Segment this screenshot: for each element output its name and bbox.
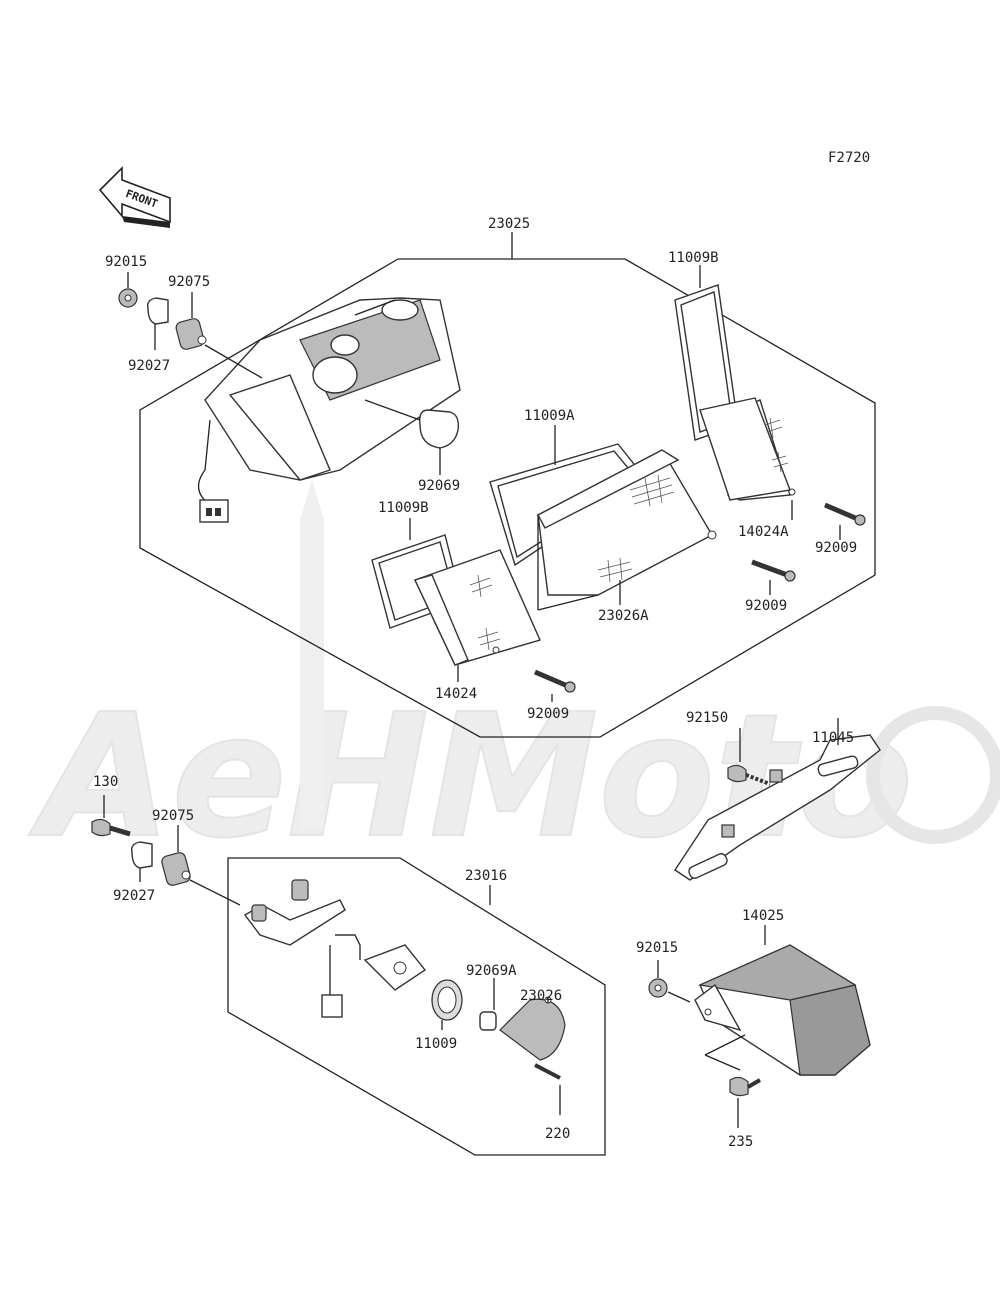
label-11009B-left: 11009B xyxy=(378,500,429,516)
label-11009A: 11009A xyxy=(524,408,575,424)
label-14025: 14025 xyxy=(742,908,784,924)
gasket-11009: 11009 xyxy=(415,979,463,1052)
label-235: 235 xyxy=(728,1134,753,1150)
label-11009B-right: 11009B xyxy=(668,250,719,266)
cover-14025: 14025 xyxy=(694,908,871,1076)
label-11009: 11009 xyxy=(415,1036,457,1052)
label-23025: 23025 xyxy=(488,216,530,232)
label-92075-top: 92075 xyxy=(168,274,210,290)
assembly-outline xyxy=(139,258,876,738)
bulb-92069A: 92069A xyxy=(466,963,517,1031)
bulb-92069: 92069 xyxy=(364,399,460,494)
lens-14024: 14024 xyxy=(414,549,541,702)
label-92150: 92150 xyxy=(686,710,728,726)
license-bracket-11045: 11045 xyxy=(674,718,881,881)
screw-92009-mid: 92009 xyxy=(745,559,796,614)
screw-92009-right: 92009 xyxy=(815,502,866,556)
tail-light-assembly-group: 23025 92069 92015 xyxy=(105,216,876,738)
label-92027-bottom: 92027 xyxy=(113,888,155,904)
label-92009-right: 92009 xyxy=(815,540,857,556)
nut-92015-bottom: 92015 xyxy=(636,940,691,1003)
label-11045: 11045 xyxy=(812,730,854,746)
screw-92009-left: 92009 xyxy=(527,669,576,722)
label-92069: 92069 xyxy=(418,478,460,494)
label-92009-left: 92009 xyxy=(527,706,569,722)
label-92069A: 92069A xyxy=(466,963,517,979)
bolt-235: 235 xyxy=(728,1076,762,1150)
watermark-text: AeHMoto xyxy=(28,678,913,876)
label-14024: 14024 xyxy=(435,686,477,702)
lower-mount-hardware: 130 92027 92075 xyxy=(91,774,241,906)
label-92015-bottom: 92015 xyxy=(636,940,678,956)
license-light-assembly-group: 23016 11009 92069A 23026 xyxy=(227,857,606,1156)
front-arrow-icon: FRONT xyxy=(98,166,171,228)
lens-23026: 23026 xyxy=(499,988,566,1061)
label-130: 130 xyxy=(93,774,118,790)
label-92027-top: 92027 xyxy=(128,358,170,374)
label-14024A: 14024A xyxy=(738,524,789,540)
watermark: AeHMoto xyxy=(27,480,1000,877)
upper-mount-hardware: 92015 92027 92075 xyxy=(105,254,263,379)
label-220: 220 xyxy=(545,1126,570,1142)
label-92075-bottom: 92075 xyxy=(152,808,194,824)
tail-light-housing xyxy=(198,297,461,523)
license-assembly-outline xyxy=(227,857,606,1156)
lens-23026A: 23026A xyxy=(537,449,717,624)
label-23016: 23016 xyxy=(465,868,507,884)
gasket-11009B-right: 11009B xyxy=(668,250,739,441)
lens-14024A: 14024A xyxy=(699,397,796,540)
screw-92150: 92150 xyxy=(686,710,771,786)
label-92009-mid: 92009 xyxy=(745,598,787,614)
label-23026: 23026 xyxy=(520,988,562,1004)
label-92015-top: 92015 xyxy=(105,254,147,270)
label-23026A: 23026A xyxy=(598,608,649,624)
screw-220: 220 xyxy=(534,1063,570,1142)
license-light-bracket xyxy=(243,879,427,1018)
figure-code: F2720 xyxy=(828,150,870,166)
